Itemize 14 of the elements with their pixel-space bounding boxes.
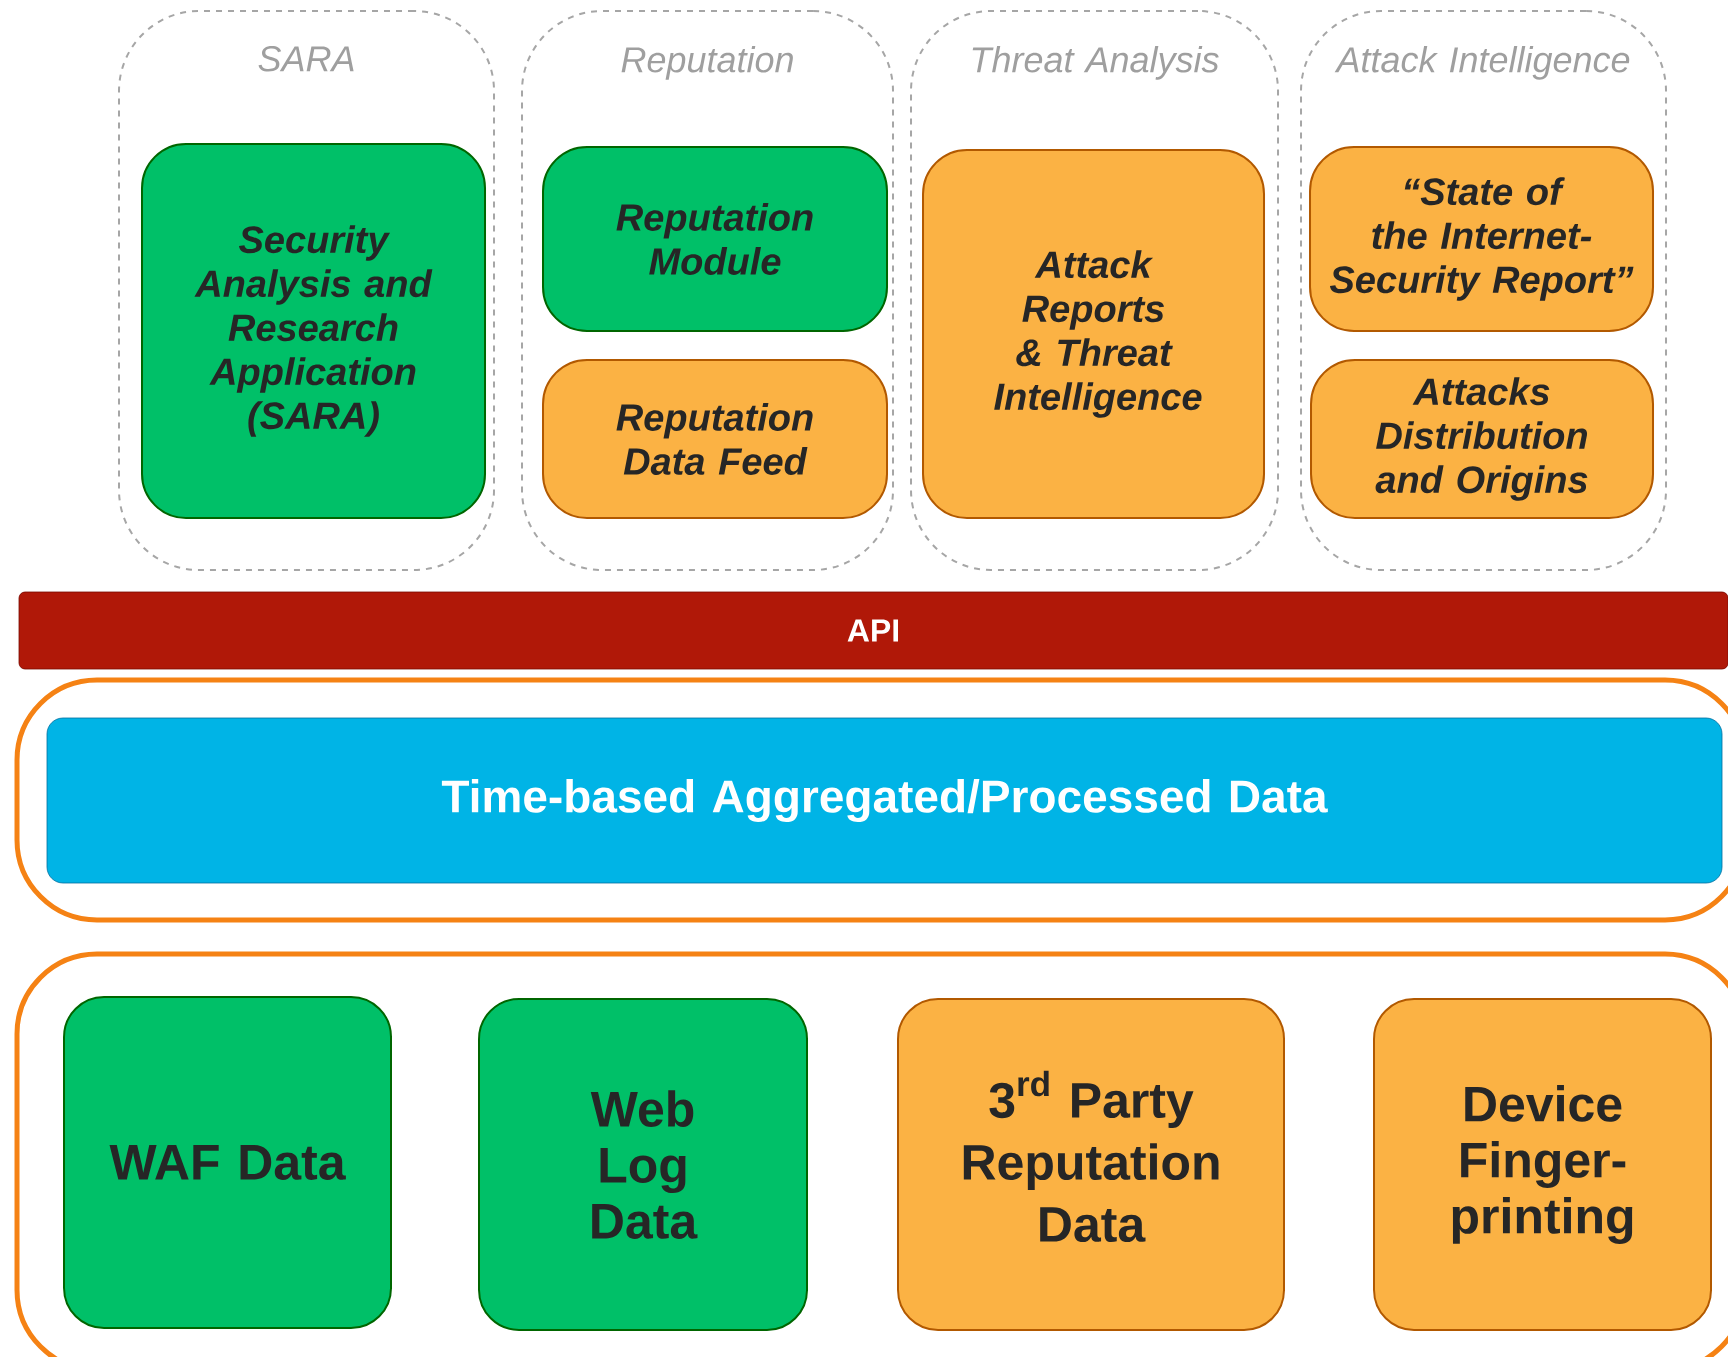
data-source-box: WAF Data xyxy=(63,996,392,1329)
data-bar: Time-based Aggregated/Processed Data xyxy=(46,717,1723,884)
data-source-box: $\begin{gathered}\textbf{3}^{\textbf{rd}}\textbf{ Party}\\ \textbf{Reputation}\\ \textbf{Data}\end{gathered}$ xyxy=(897,998,1285,1331)
module-box: Security Analysis and Research Application (SARA) xyxy=(141,143,486,519)
module-box: Reputation Module xyxy=(542,146,888,332)
layer-band xyxy=(14,951,1728,1357)
module-box: Attack Reports & Threat Intelligence xyxy=(922,149,1265,519)
data-source-box: Web Log Data xyxy=(478,998,808,1331)
module-box: Reputation Data Feed xyxy=(542,359,888,519)
api-bar: API xyxy=(18,591,1728,670)
layer-band xyxy=(14,677,1728,923)
data-source-box: Device Finger-printing xyxy=(1373,998,1712,1331)
module-box: Attacks Distribution and Origins xyxy=(1310,359,1654,519)
module-box: “State of the Internet-Security Report” xyxy=(1309,146,1654,332)
